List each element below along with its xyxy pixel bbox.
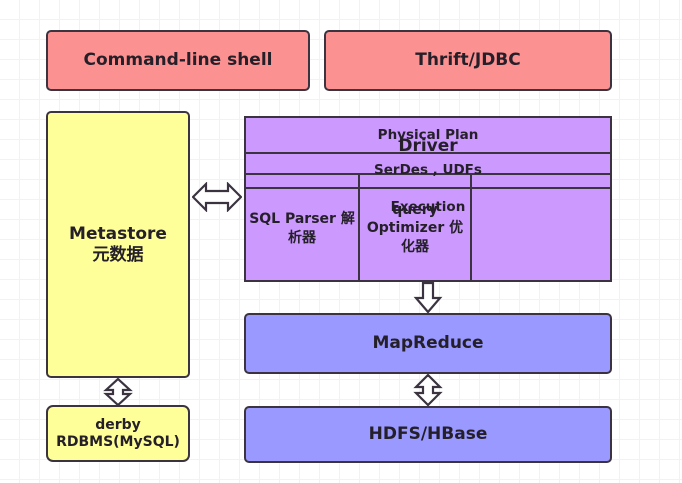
sql-parser-text-block: SQL Parser 解析器 <box>246 210 358 246</box>
query-optimizer-line1: query <box>392 202 438 219</box>
sql-parser-line3: 解析器 <box>288 211 355 246</box>
mapreduce-label: MapReduce <box>372 333 484 354</box>
driver-component-sql-parser[interactable]: SQL Parser 解析器 <box>246 175 360 282</box>
node-derby-rdbms[interactable]: derby RDBMS(MySQL) <box>46 405 190 462</box>
arrow-driver-mapreduce-icon <box>413 282 443 313</box>
node-hdfs-hbase[interactable]: HDFS/HBase <box>244 406 612 463</box>
command-line-shell-label: Command-line shell <box>83 50 273 71</box>
node-mapreduce[interactable]: MapReduce <box>244 313 612 374</box>
driver-component-stack: Physical Plan SerDes , UDFs Execution <box>246 118 610 225</box>
rdbms-label: RDBMS(MySQL) <box>56 433 180 450</box>
node-command-line-shell[interactable]: Command-line shell <box>46 30 310 91</box>
arrow-metastore-derby-icon <box>103 378 133 406</box>
thrift-jdbc-label: Thrift/JDBC <box>415 50 521 71</box>
arrow-metastore-driver-icon <box>192 182 242 212</box>
arrow-mapreduce-hdfs-icon <box>413 374 443 406</box>
sql-parser-line1: SQL <box>249 211 281 228</box>
metastore-subtitle: 元数据 <box>92 244 144 265</box>
driver-component-physical-plan[interactable]: Physical Plan <box>246 118 610 154</box>
driver-component-execution[interactable]: Execution <box>390 198 466 215</box>
query-optimizer-line3: 优化器 <box>401 220 464 255</box>
sql-parser-line2: Parser <box>284 211 336 228</box>
node-thrift-jdbc[interactable]: Thrift/JDBC <box>324 30 612 91</box>
query-optimizer-text-block: query Optimizer 优化器 <box>360 201 470 256</box>
driver-component-query-optimizer[interactable]: query Optimizer 优化器 <box>360 175 472 282</box>
derby-text-block: derby RDBMS(MySQL) <box>56 417 180 450</box>
node-driver[interactable]: Driver SQL Parser 解析器 query Optimizer 优化… <box>244 116 612 282</box>
derby-label: derby <box>95 416 141 433</box>
node-metastore[interactable]: Metastore 元数据 <box>46 111 190 378</box>
driver-component-serdes-udfs[interactable]: SerDes , UDFs <box>246 154 610 190</box>
metastore-title: Metastore <box>69 224 167 245</box>
driver-title: Driver <box>246 118 610 175</box>
query-optimizer-line2: Optimizer <box>366 220 445 237</box>
metastore-text-block: Metastore 元数据 <box>69 224 167 264</box>
hdfs-hbase-label: HDFS/HBase <box>368 424 488 445</box>
